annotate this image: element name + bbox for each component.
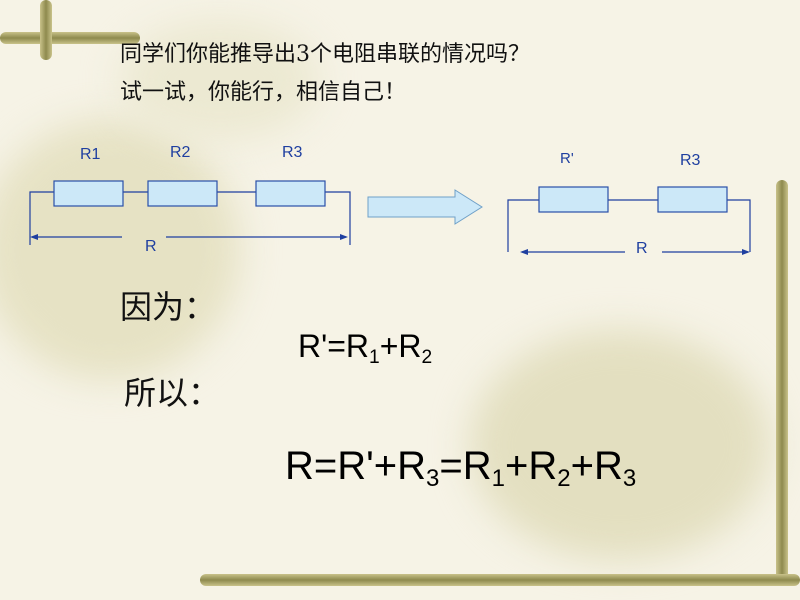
arrowhead-icon [520, 249, 528, 255]
eq-subscript: 2 [421, 346, 433, 368]
resistor-r3-right [657, 186, 728, 213]
background-flower [470, 330, 770, 560]
eq-text: R=R'+R [285, 444, 427, 488]
arrowhead-icon [742, 249, 750, 255]
label-r2: R2 [170, 144, 191, 161]
bamboo-border-right [776, 180, 788, 580]
resistor-r3 [255, 180, 326, 207]
equation1: R'=R1+R2 [298, 328, 432, 369]
eq-text: +R [570, 444, 623, 488]
arrowhead-icon [340, 234, 348, 240]
eq-text: +R [379, 328, 422, 364]
therefore-label: 所以： [124, 374, 221, 412]
eq-subscript: 1 [491, 465, 505, 493]
label-total-right: R [636, 240, 648, 257]
label-total-left: R [145, 238, 157, 255]
eq-subscript: 3 [426, 465, 440, 493]
label-r3: R3 [282, 144, 303, 161]
label-r1: R1 [80, 146, 101, 163]
transform-arrow-icon [367, 189, 483, 225]
eq-text: =R [439, 444, 492, 488]
eq-subscript: 2 [557, 465, 571, 493]
eq-subscript: 1 [369, 346, 380, 368]
resistor-r1 [53, 180, 124, 207]
bamboo-border-bottom [200, 574, 800, 586]
heading-line2: 试一试，你能行，相信自己！ [120, 80, 407, 105]
label-r3-right: R3 [680, 152, 701, 169]
equation2: R=R'+R3=R1+R2+R3 [285, 444, 636, 493]
heading-line1: 同学们你能推导出3个电阻串联的情况吗？ [120, 42, 530, 67]
resistor-r-prime [538, 186, 609, 213]
background-flower [120, 20, 320, 140]
because-label: 因为： [120, 288, 217, 326]
background-flower [0, 120, 240, 380]
arrowhead-icon [30, 234, 38, 240]
eq-text: R'=R [298, 328, 370, 364]
bamboo-border-top [40, 0, 52, 60]
eq-text: +R [504, 444, 558, 488]
right-wire [507, 199, 751, 252]
eq-subscript: 3 [622, 465, 637, 493]
resistor-r2 [147, 180, 218, 207]
label-r-prime: R' [560, 150, 574, 167]
bamboo-border-top [0, 32, 140, 44]
